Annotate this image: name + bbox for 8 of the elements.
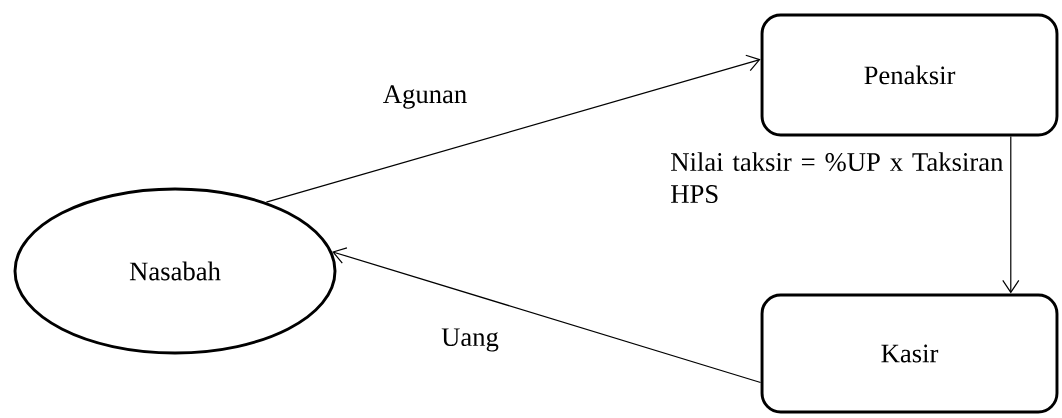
- process-box: Kasir: [760, 293, 1059, 414]
- arrow: [265, 54, 761, 203]
- process-box: Penaksir: [760, 13, 1059, 137]
- edge-label: Uang: [441, 328, 499, 352]
- arrow: [1002, 135, 1020, 294]
- arrow: [332, 247, 762, 384]
- edge-label: Agunan: [383, 85, 467, 109]
- edge-label: Nilai taksir = %UP x Taksiran HPS: [671, 152, 1003, 203]
